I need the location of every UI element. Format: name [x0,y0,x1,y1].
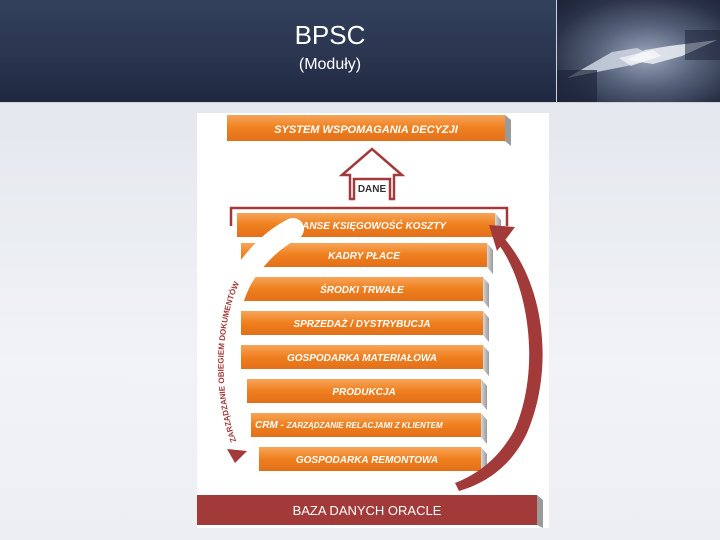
module-bar-4: SPRZEDAŻ / DYSTRYBUCJA [241,311,489,342]
slide-subtitle: (Moduły) [298,56,362,73]
module-bar-3: ŚRODKI TRWAŁE [241,277,489,308]
module-label-4: SPRZEDAŻ / DYSTRYBUCJA [293,317,430,330]
module-label-6: PRODUKCJA [332,387,395,398]
data-bracket [229,206,509,226]
slide-title: BPSC [294,20,366,50]
slide-header: BPSC (Moduły) [0,0,720,103]
crm-prefix: CRM - [255,420,287,431]
module-label-3: ŚRODKI TRWAŁE [320,283,404,296]
module-bar-7: GOSPODARKA REMONTOWA [259,447,487,478]
module-bar-5: GOSPODARKA MATERIAŁOWA [241,345,489,376]
data-arrow-label: DANE [358,184,387,195]
cycle-arrow [455,231,543,491]
database-label: BAZA DANYCH ORACLE [293,503,442,518]
handshake-icon [557,30,720,102]
handshake-photo [556,0,720,102]
decision-support-box [227,115,505,141]
module-bar-crm: CRM - ZARZĄDZANIE RELACJAMI Z KLIENTEM [251,413,487,444]
module-label-1: FINANSE KSIĘGOWOŚĆ KOSZTY [286,219,447,232]
database-box [197,495,537,525]
diagram-panel: SYSTEM WSPOMAGANIA DECYZJI DANE FINANSE … [197,113,549,528]
data-arrow [338,147,406,201]
document-flow-band [212,218,304,462]
decision-support-label: SYSTEM WSPOMAGANIA DECYZJI [274,124,458,136]
document-flow-arrowhead [227,449,247,463]
module-bar-6: PRODUKCJA [247,379,487,410]
module-label-5: GOSPODARKA MATERIAŁOWA [287,353,437,364]
module-label-2: KADRY PŁACE [328,251,400,262]
database-box-shadow [537,495,543,528]
cycle-arrowhead [489,225,515,251]
module-label-crm: CRM - ZARZĄDZANIE RELACJAMI Z KLIENTEM [255,420,443,431]
crm-text: ZARZĄDZANIE RELACJAMI Z KLIENTEM [286,421,443,430]
modules-diagram: SYSTEM WSPOMAGANIA DECYZJI DANE FINANSE … [197,115,543,528]
decision-support-box-shadow [505,115,511,146]
module-label-7: GOSPODARKA REMONTOWA [296,455,438,466]
